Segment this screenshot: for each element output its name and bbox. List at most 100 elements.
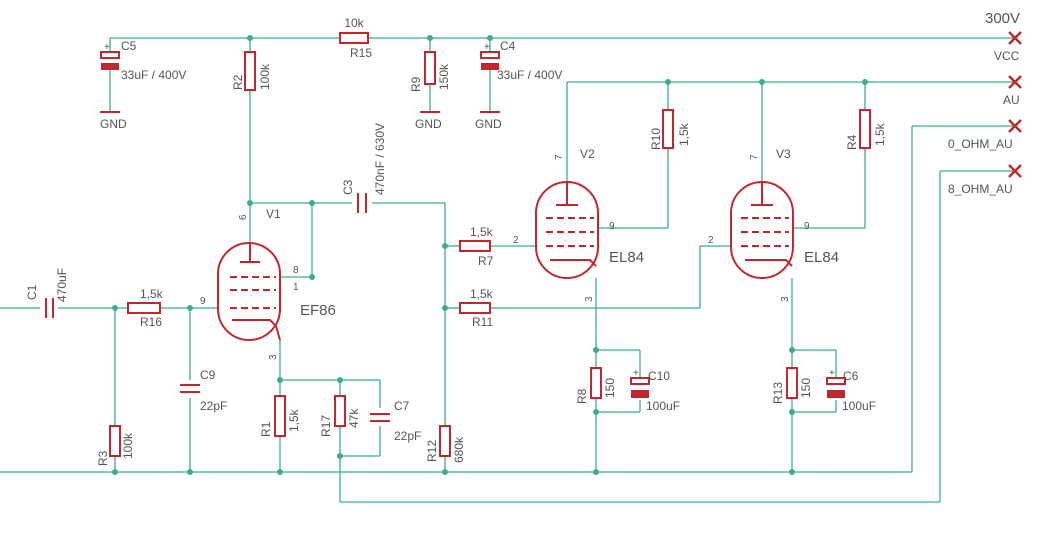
svg-text:300V: 300V	[985, 10, 1020, 27]
svg-text:8: 8	[293, 265, 299, 276]
svg-text:EL84: EL84	[609, 249, 644, 266]
svg-text:1,5k: 1,5k	[287, 408, 301, 432]
resistor-r3[interactable]: R3 100k	[96, 425, 135, 466]
capacitor-c6[interactable]: + C6 100uF	[826, 368, 876, 413]
junctions	[112, 35, 868, 475]
svg-text:1,5k: 1,5k	[873, 122, 887, 146]
svg-text:+: +	[829, 368, 835, 379]
svg-text:R10: R10	[649, 128, 663, 150]
svg-text:100k: 100k	[121, 432, 135, 459]
svg-text:GND: GND	[475, 117, 502, 131]
resistor-r10[interactable]: R10 1,5k	[649, 109, 691, 150]
svg-text:10k: 10k	[344, 16, 364, 30]
resistor-r7[interactable]: 1,5k R7	[459, 225, 494, 268]
resistor-r4[interactable]: R4 1,5k	[845, 109, 887, 150]
terminal-au[interactable]: AU	[1003, 75, 1022, 107]
svg-text:1,5k: 1,5k	[470, 225, 494, 239]
terminal-vcc[interactable]: VCC	[994, 31, 1022, 63]
svg-text:C4: C4	[500, 39, 516, 53]
svg-text:VCC: VCC	[994, 49, 1020, 63]
svg-text:V2: V2	[580, 147, 595, 161]
ground-symbol-r9: GND	[415, 111, 442, 131]
svg-text:R16: R16	[140, 315, 162, 329]
resistor-r1[interactable]: R1 1,5k	[259, 395, 301, 437]
svg-text:+: +	[104, 42, 110, 53]
svg-text:R7: R7	[478, 254, 494, 268]
svg-text:0_OHM_AU: 0_OHM_AU	[948, 137, 1013, 151]
svg-text:+: +	[633, 368, 639, 379]
svg-text:47k: 47k	[347, 408, 361, 428]
resistor-r16[interactable]: 1,5k R16	[127, 287, 164, 329]
ground-symbol-c5: GND	[100, 111, 127, 131]
svg-text:100uF: 100uF	[842, 399, 876, 413]
capacitor-c5[interactable]: + C5 33uF / 400V	[100, 39, 186, 82]
svg-text:R17: R17	[319, 415, 333, 437]
ground-symbol-c4: GND	[475, 111, 502, 131]
svg-text:22pF: 22pF	[200, 399, 227, 413]
tube-v3[interactable]: 7 9 2 3 V3 EL84	[708, 147, 839, 302]
svg-text:V1: V1	[266, 207, 281, 221]
supply-voltage-label: 300V	[985, 10, 1020, 27]
svg-text:R8: R8	[575, 388, 589, 404]
svg-text:1,5k: 1,5k	[677, 122, 691, 146]
tube-v2[interactable]: 7 9 2 3 V2 EL84	[513, 147, 644, 302]
svg-text:470uF: 470uF	[55, 268, 69, 302]
resistor-r15[interactable]: 10k R15	[339, 16, 372, 60]
svg-text:C9: C9	[200, 368, 216, 382]
svg-text:C6: C6	[843, 369, 859, 383]
svg-text:GND: GND	[100, 117, 127, 131]
svg-text:V3: V3	[776, 147, 791, 161]
svg-text:+: +	[484, 42, 490, 53]
resistor-r13[interactable]: R13 150	[771, 367, 813, 404]
capacitor-c1[interactable]: C1 470uF	[25, 268, 69, 318]
svg-text:R1: R1	[259, 421, 273, 437]
svg-text:22pF: 22pF	[394, 429, 421, 443]
terminal-8-ohm-au[interactable]: 8_OHM_AU	[948, 164, 1022, 196]
svg-text:C3: C3	[341, 179, 355, 195]
svg-text:R13: R13	[771, 382, 785, 404]
svg-text:C5: C5	[121, 39, 137, 53]
svg-text:3: 3	[268, 354, 279, 360]
svg-text:EL84: EL84	[804, 249, 839, 266]
svg-text:150: 150	[603, 378, 617, 398]
capacitor-c10[interactable]: + C10 100uF	[630, 368, 680, 413]
resistor-r11[interactable]: 1,5k R11	[459, 287, 494, 329]
svg-text:C1: C1	[25, 284, 39, 300]
svg-text:R4: R4	[845, 134, 859, 150]
svg-text:100uF: 100uF	[646, 399, 680, 413]
svg-text:R2: R2	[231, 74, 245, 90]
resistor-r8[interactable]: R8 150	[575, 367, 617, 404]
svg-text:1: 1	[293, 282, 299, 293]
resistor-r12[interactable]: R12 680k	[425, 425, 466, 463]
resistor-r2[interactable]: R2 100k	[231, 51, 272, 91]
svg-text:33uF / 400V: 33uF / 400V	[497, 68, 562, 82]
svg-text:150k: 150k	[437, 63, 451, 90]
svg-text:680k: 680k	[452, 436, 466, 463]
svg-text:150: 150	[799, 378, 813, 398]
svg-text:7: 7	[749, 154, 760, 160]
svg-text:2: 2	[513, 235, 519, 246]
svg-text:8_OHM_AU: 8_OHM_AU	[948, 182, 1013, 196]
capacitor-c3[interactable]: C3 470nF / 630V	[341, 123, 387, 213]
svg-text:6: 6	[238, 214, 249, 220]
svg-text:C10: C10	[648, 369, 670, 383]
svg-text:33uF / 400V: 33uF / 400V	[121, 68, 186, 82]
wires	[0, 37, 1015, 503]
terminal-0-ohm-au[interactable]: 0_OHM_AU	[948, 119, 1022, 151]
capacitor-c7[interactable]: C7 22pF	[370, 399, 421, 443]
capacitor-c4[interactable]: + C4 33uF / 400V	[480, 39, 562, 82]
svg-text:3: 3	[584, 296, 595, 302]
tube-v1[interactable]: 6 8 1 9 3 V1 EF86	[200, 207, 336, 360]
svg-text:470nF / 630V: 470nF / 630V	[373, 123, 387, 195]
svg-text:C7: C7	[394, 399, 410, 413]
svg-text:1,5k: 1,5k	[470, 287, 494, 301]
svg-text:9: 9	[200, 296, 206, 307]
resistor-r17[interactable]: R17 47k	[319, 395, 361, 437]
capacitor-c9[interactable]: C9 22pF	[180, 368, 227, 413]
resistor-r9[interactable]: R9 150k	[409, 51, 451, 92]
svg-text:9: 9	[609, 221, 615, 232]
svg-text:R3: R3	[96, 450, 110, 466]
svg-text:R12: R12	[425, 440, 439, 462]
svg-text:R9: R9	[409, 76, 423, 92]
